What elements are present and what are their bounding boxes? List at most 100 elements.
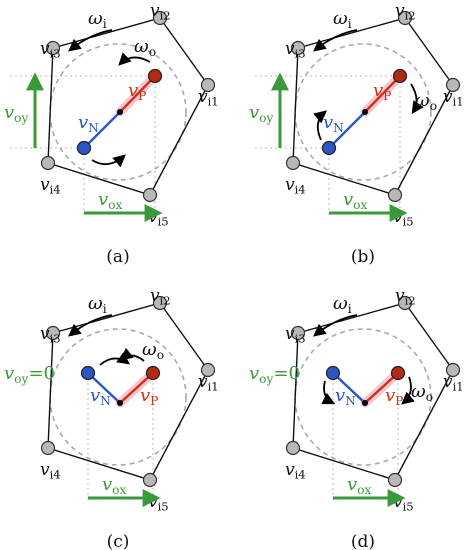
panel-caption: (a) (106, 247, 129, 267)
vertex-label-vi1: vi1 (198, 372, 219, 394)
input-pentagon (47, 17, 209, 196)
vp-label: vP (373, 80, 391, 103)
omega-i-arrow (313, 29, 358, 52)
vn-vector (328, 111, 366, 149)
vertex-label-vi4: vi4 (40, 460, 61, 482)
vn-label: vN (90, 385, 111, 408)
vox-label: vox (347, 474, 372, 497)
vertex-label-vi5: vi5 (393, 492, 414, 514)
vn-vector (87, 372, 121, 404)
vertex-vi2 (397, 10, 413, 26)
vertex-vi4 (40, 440, 56, 456)
vn-tip (76, 140, 92, 156)
omega-o-label: ωo (411, 381, 433, 404)
omega-o-label: ωo (134, 36, 156, 59)
vertex-vi2 (397, 295, 413, 311)
panel-caption: (d) (351, 532, 375, 550)
input-pentagon (292, 302, 454, 481)
center-dot (117, 400, 123, 406)
voy-label: voy (249, 102, 274, 125)
vertex-vi5 (142, 187, 158, 203)
omega-o-arrow-n (321, 380, 336, 405)
vn-tip (321, 140, 337, 156)
omega-i-label: ωi (88, 293, 107, 316)
vertex-label-vi4: vi4 (285, 460, 306, 482)
vertex-vi1 (445, 362, 461, 378)
omega-i-label: ωi (333, 293, 352, 316)
vn-tip (80, 365, 96, 381)
omega-o-label: ωo (415, 90, 437, 113)
omega-o-arrow-p (118, 52, 151, 66)
panels-root: vi1 vi2 vi3 vi4 vi5 ωi ωo vP vN voy vox (a) vi1 vi2 vi… (4, 1, 464, 550)
vn-tip (325, 365, 341, 381)
vertex-vi1 (200, 362, 216, 378)
omega-i-arrow (68, 29, 113, 52)
vp-vector (119, 75, 156, 113)
omega-o-arrow-p (410, 83, 424, 115)
omega-o-arrow-p (120, 347, 145, 362)
vertex-label-vi5: vi5 (148, 207, 169, 229)
vn-vector (332, 372, 366, 404)
vertex-label-vi4: vi4 (40, 175, 61, 197)
vertex-vi2 (152, 10, 168, 26)
omega-i-label: ωi (88, 8, 107, 31)
omega-o-arrow-n (313, 110, 327, 141)
omega-o-arrow-n (91, 154, 126, 168)
vertex-label-vi2: vi2 (395, 1, 416, 23)
output-circle (49, 43, 187, 181)
vertex-label-vi2: vi2 (395, 286, 416, 308)
vertex-label-vi1: vi1 (443, 87, 464, 109)
vertex-label-vi1: vi1 (198, 87, 219, 109)
voy-label: voy=0 (4, 363, 55, 386)
vp-label: vP (128, 80, 146, 103)
vertex-vi3 (45, 325, 61, 341)
center-dot (362, 400, 368, 406)
vox-label: vox (98, 189, 123, 212)
vertex-label-vi3: vi3 (40, 324, 61, 346)
vertex-label-vi3: vi3 (285, 39, 306, 61)
vp-vector (119, 372, 154, 404)
voy-label: voy=0 (249, 363, 300, 386)
omega-o-arrow-n (99, 352, 131, 366)
output-circle (49, 328, 187, 466)
vertex-vi3 (290, 325, 306, 341)
output-circle (294, 328, 432, 466)
vox-label: vox (343, 189, 368, 212)
vertex-vi4 (285, 440, 301, 456)
vn-label: vN (335, 385, 356, 408)
omega-i-arrow (68, 314, 113, 337)
vn-vector (83, 111, 121, 149)
vox-label: vox (102, 474, 127, 497)
vn-label: vN (78, 112, 99, 135)
vp-tip (145, 365, 161, 381)
vertex-label-vi1: vi1 (443, 372, 464, 394)
omega-i-arrow (313, 314, 358, 337)
omega-i-label: ωi (333, 8, 352, 31)
omega-o-label: ωo (142, 339, 164, 362)
vertex-vi5 (387, 472, 403, 488)
vn-label: vN (323, 112, 344, 135)
vp-vector (364, 75, 401, 113)
vertex-vi1 (445, 77, 461, 93)
vertex-label-vi5: vi5 (148, 492, 169, 514)
vertex-vi4 (40, 155, 56, 171)
vertex-vi5 (142, 472, 158, 488)
center-dot (117, 109, 123, 115)
vertex-label-vi5: vi5 (393, 207, 414, 229)
vertex-vi2 (152, 295, 168, 311)
vertex-label-vi2: vi2 (150, 286, 171, 308)
omega-o-arrow-p (401, 376, 415, 405)
center-dot (362, 109, 368, 115)
output-circle (294, 43, 432, 181)
vp-label: vP (140, 385, 158, 408)
vertex-vi5 (387, 187, 403, 203)
vertex-label-vi4: vi4 (285, 175, 306, 197)
vertex-vi3 (45, 40, 61, 56)
vertex-label-vi3: vi3 (285, 324, 306, 346)
voy-label: voy (4, 102, 29, 125)
